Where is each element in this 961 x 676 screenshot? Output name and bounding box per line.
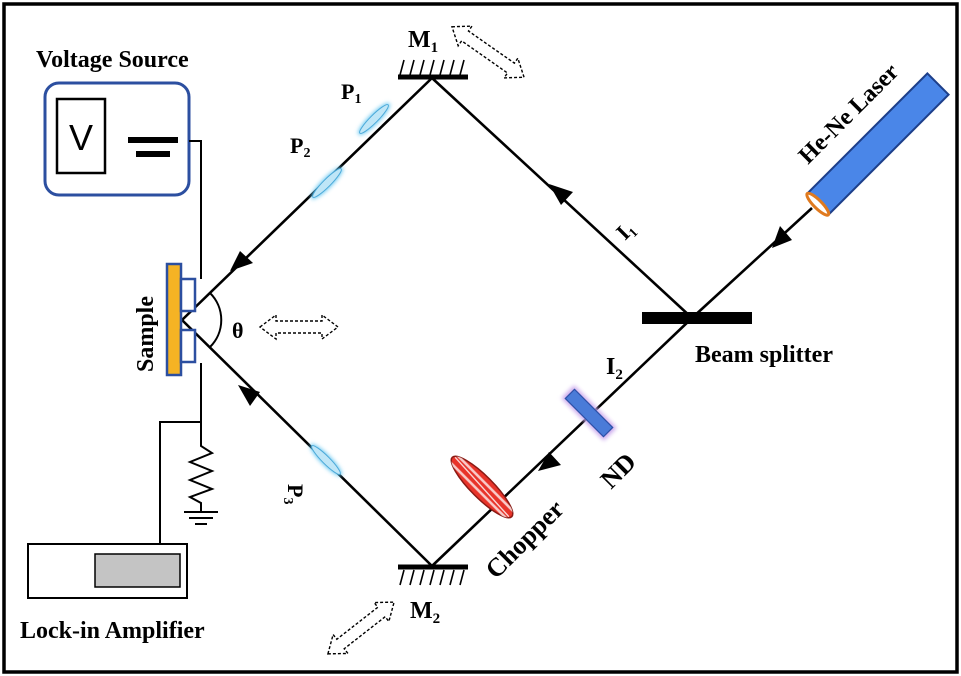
sample: [165, 262, 197, 377]
mirror-m1: [398, 59, 468, 80]
chopper: [450, 455, 514, 519]
nd-filter: [561, 385, 617, 441]
mirror-m2-label: M2: [410, 598, 440, 627]
resistor: [187, 433, 215, 512]
polarizer-p2-label: P2: [290, 133, 310, 161]
m1-translation-arrow: [451, 25, 525, 79]
beam-i2-label: I2: [606, 354, 623, 383]
beam-arrows: [230, 184, 792, 471]
beam-i2: [431, 317, 693, 567]
polarizer-p3: [310, 444, 342, 476]
beam-i1-label: I1: [611, 216, 641, 246]
arrow-laser-beam: [772, 226, 792, 248]
arrow-i1: [549, 184, 573, 205]
beam-splitter-label: Beam splitter: [695, 342, 833, 368]
battery-icon: [128, 137, 178, 157]
arrow-to-sample-upper: [230, 251, 253, 271]
polarizer-p2: [311, 167, 343, 199]
m2-translation-arrow: [326, 601, 396, 655]
polarizer-p1: [358, 103, 390, 135]
mirror-m2: [398, 564, 468, 586]
arrow-i2: [538, 452, 561, 471]
sample-translation-arrow: [258, 313, 340, 341]
polarizer-p3-label: P3: [280, 484, 308, 504]
angle-arc: [209, 292, 223, 348]
lockin-amplifier-label: Lock-in Amplifier: [20, 618, 205, 644]
lockin-display: [94, 553, 181, 588]
polarizer-p1-label: P1: [341, 79, 361, 107]
arrow-to-sample-lower: [238, 385, 260, 406]
sample-label: Sample: [133, 296, 159, 372]
laser-beam: [691, 207, 813, 319]
ground-icon: [184, 511, 218, 525]
nd-filter-label: ND: [595, 447, 642, 494]
he-ne-laser: [805, 71, 951, 217]
circuit-wiring: [159, 140, 202, 544]
voltmeter: [55, 97, 107, 175]
mirror-m1-label: M1: [408, 27, 438, 56]
beam-m1-to-sample: [181, 77, 433, 321]
voltage-source-label: Voltage Source: [36, 47, 189, 73]
beam-splitter: [642, 312, 752, 324]
beam-m2-to-sample: [181, 319, 433, 567]
angle-label: θ: [232, 318, 243, 343]
beam-paths: [181, 77, 813, 567]
voltmeter-symbol: V: [69, 117, 93, 158]
